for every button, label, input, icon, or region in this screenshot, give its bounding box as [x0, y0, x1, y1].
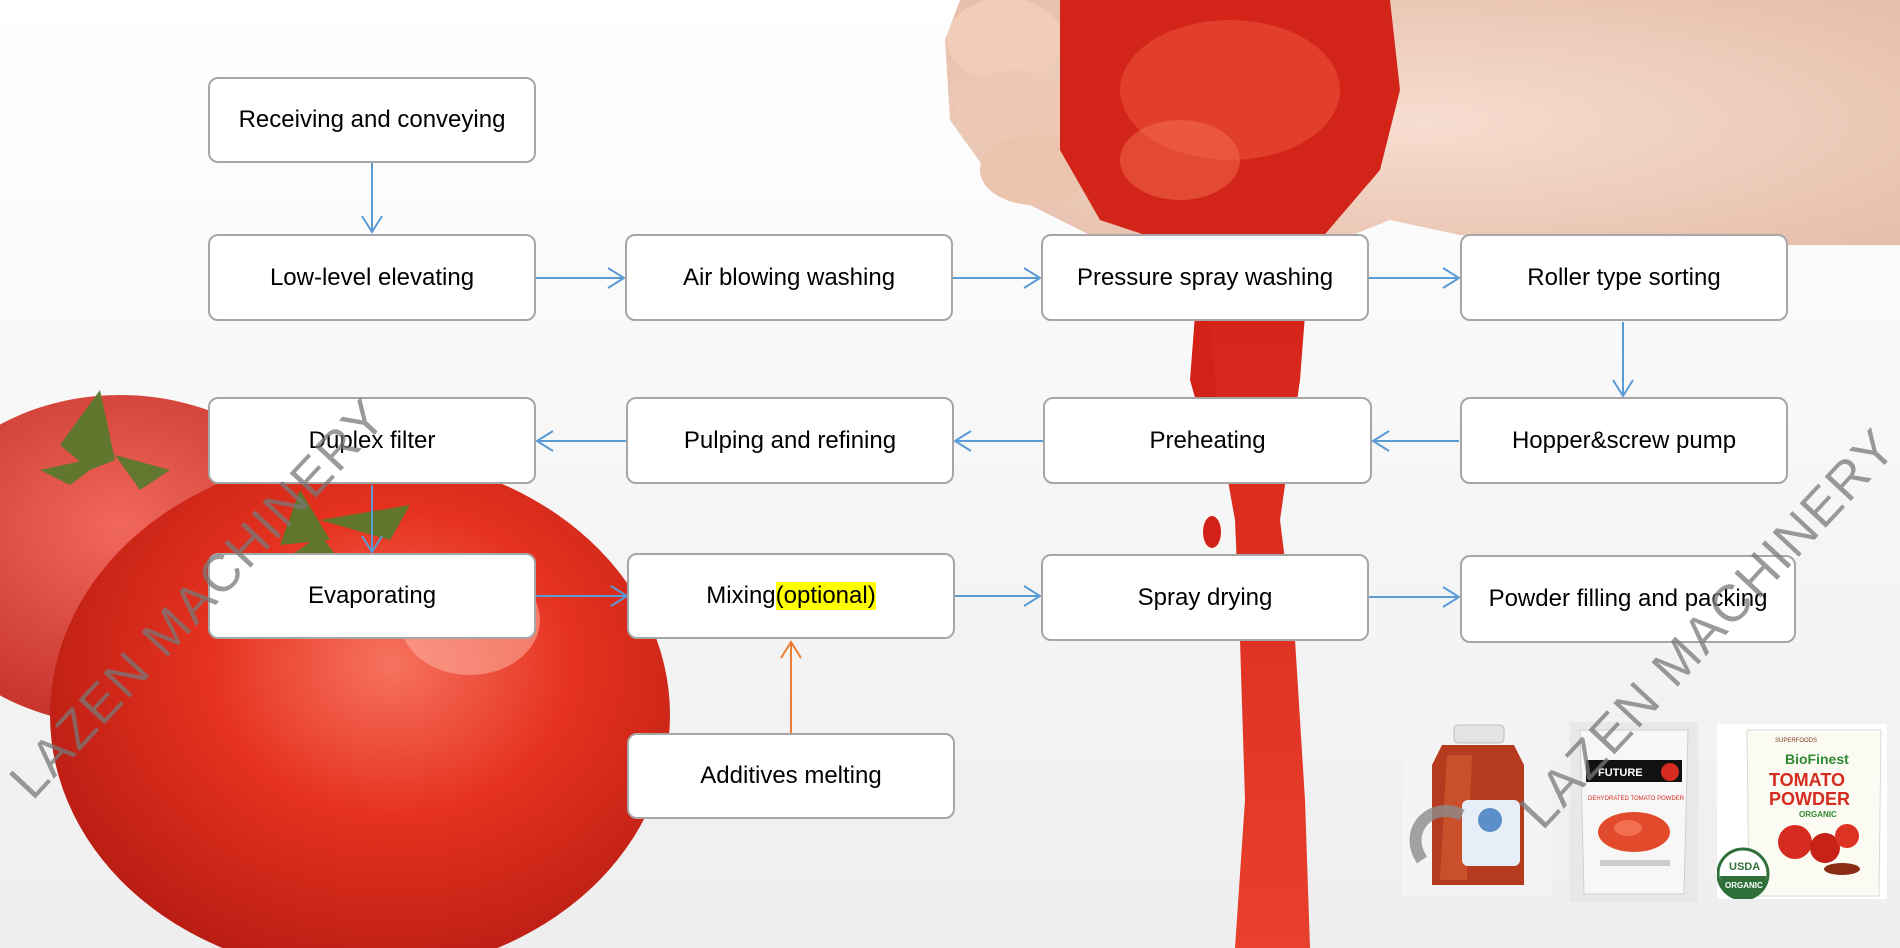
arrow-low-level-to-air-blowing — [536, 267, 626, 289]
step-spray-drying: Spray drying — [1041, 554, 1369, 641]
usda-organic-text: ORGANIC — [1725, 881, 1763, 890]
optional-highlight: (optional) — [775, 582, 876, 610]
step-label: Powder filling and packing — [1488, 585, 1768, 612]
step-evaporating: Evaporating — [208, 553, 536, 639]
step-additives-melting: Additives melting — [627, 733, 955, 819]
step-mixing-optional: Mixing(optional) — [627, 553, 955, 639]
step-preheating: Preheating — [1043, 397, 1372, 484]
step-label: Additives melting — [700, 762, 882, 789]
arrow-receiving-to-low-level — [361, 163, 383, 234]
step-label: Low-level elevating — [269, 263, 475, 291]
arrow-mixing-to-spray-drying — [955, 585, 1042, 607]
arrow-evaporating-to-mixing — [536, 585, 629, 607]
step-label: Hopper&screw pump — [1511, 426, 1737, 454]
future-brand-text: FUTURE — [1598, 767, 1643, 779]
step-label: Evaporating — [307, 582, 437, 609]
step-roller-type-sorting: Roller type sorting — [1460, 234, 1788, 321]
step-label: Preheating — [1149, 426, 1266, 454]
arrow-spray-drying-to-powder-filling — [1368, 586, 1461, 608]
product-future-pouch-image: FUTURE DEHYDRATED TOMATO POWDER — [1570, 722, 1698, 902]
arrow-preheating-to-pulping — [953, 430, 1043, 452]
product-biofinest-pouch-image: SUPERFOODS BioFinest TOMATO POWDER ORGAN… — [1717, 724, 1887, 899]
arrow-pressure-spray-to-roller-sorting — [1368, 267, 1461, 289]
step-label: Mixing — [706, 582, 776, 609]
step-label: Pressure spray washing — [1076, 263, 1334, 291]
step-label: Air blowing washing — [682, 263, 896, 291]
step-label: Pulping and refining — [683, 426, 897, 454]
arrow-additives-to-mixing — [780, 640, 802, 733]
arrow-air-blowing-to-pressure-spray — [953, 267, 1042, 289]
step-duplex-filter: Duplex filter — [208, 397, 536, 484]
step-label: Duplex filter — [308, 426, 436, 454]
step-air-blowing-washing: Air blowing washing — [625, 234, 953, 321]
future-product-text: DEHYDRATED TOMATO POWDER — [1588, 796, 1685, 802]
biofinest-brand-text: BioFinest — [1785, 751, 1849, 767]
biofinest-product-text-2: POWDER — [1769, 789, 1850, 809]
biofinest-tag-text: SUPERFOODS — [1775, 738, 1817, 744]
product-jar-image — [1402, 720, 1552, 895]
step-low-level-elevating: Low-level elevating — [208, 234, 536, 321]
arrow-hopper-to-preheating — [1371, 430, 1459, 452]
step-hopper-screw-pump: Hopper&screw pump — [1460, 397, 1788, 484]
step-label: Spray drying — [1137, 583, 1273, 611]
arrow-duplex-filter-to-evaporating — [361, 485, 383, 554]
step-powder-filling-and-packing: Powder filling and packing — [1460, 555, 1796, 643]
step-pulping-and-refining: Pulping and refining — [626, 397, 954, 484]
step-label: Roller type sorting — [1527, 263, 1721, 291]
step-label: Receiving and conveying — [238, 106, 506, 133]
step-receiving-and-conveying: Receiving and conveying — [208, 77, 536, 163]
biofinest-product-text-1: TOMATO — [1769, 770, 1845, 790]
biofinest-organic-text: ORGANIC — [1799, 810, 1837, 819]
usda-text: USDA — [1729, 861, 1760, 873]
arrow-roller-sorting-to-hopper — [1612, 322, 1634, 398]
arrow-pulping-to-duplex-filter — [535, 430, 626, 452]
step-pressure-spray-washing: Pressure spray washing — [1041, 234, 1369, 321]
